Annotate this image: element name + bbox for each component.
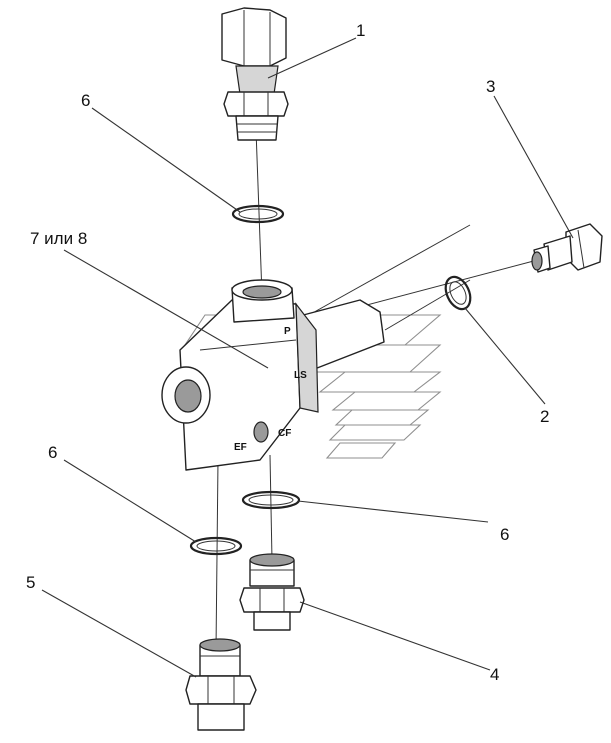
callout-labels: 1 6 3 7 или 8 2 6 6 5 4 [26,21,549,684]
callout-5: 5 [26,573,35,592]
callout-4: 4 [490,665,499,684]
seal-ring-lower-right [241,490,301,510]
callout-6-upper: 6 [81,91,90,110]
fitting-part-5 [185,638,257,731]
port-mark-p: P [284,326,291,337]
callout-6-left: 6 [48,443,57,462]
callout-1: 1 [356,21,365,40]
port-mark-ls: LS [294,370,307,381]
callout-2: 2 [540,407,549,426]
leader-lines [41,37,574,678]
fitting-part-4 [239,553,305,631]
seal-ring-lower-left [189,536,243,556]
callout-3: 3 [486,77,495,96]
callout-7-or-8: 7 или 8 [30,229,87,248]
port-mark-cf: CF [278,428,291,439]
fitting-part-1 [221,7,289,141]
callout-6-right: 6 [500,525,509,544]
port-marks: P LS EF CF [234,326,307,453]
seal-ring-upper [231,204,285,224]
valve-body-part-7-8 [161,279,385,471]
port-mark-ef: EF [234,442,247,453]
fitting-part-3 [531,223,603,273]
seal-ring-part-2 [444,275,472,311]
